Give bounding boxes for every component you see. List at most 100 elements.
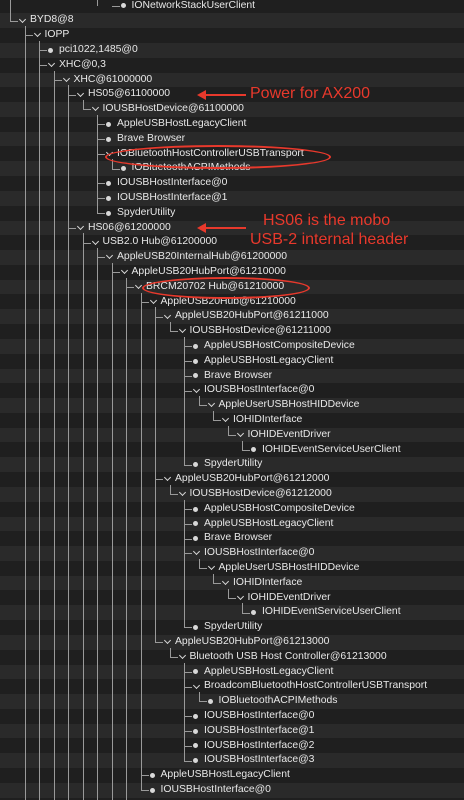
chevron-down-icon[interactable] [178, 652, 186, 660]
tree-row[interactable]: AppleUSBHostLegacyClient [0, 516, 464, 532]
tree-row[interactable]: AppleUSB20HubPort@61210000 [0, 265, 464, 280]
tree-connector [155, 479, 163, 481]
tree-node-label: IOHIDInterface [233, 576, 303, 588]
chevron-down-icon[interactable] [91, 237, 99, 245]
tree-row[interactable]: IOHIDEventServiceUserClient [0, 605, 464, 621]
tree-row[interactable]: BYD8@8 [0, 13, 464, 29]
chevron-down-icon[interactable] [163, 474, 172, 482]
tree-row[interactable]: IONetworkStackUserClient [0, 0, 464, 13]
chevron-down-icon[interactable] [76, 89, 85, 97]
tree-node-label: XHC@0,3 [59, 58, 106, 70]
chevron-down-icon[interactable] [221, 415, 230, 423]
tree-row[interactable]: IOUSBHostDevice@61100000 [0, 102, 464, 117]
tree-node-label: SpyderUtility [204, 621, 263, 633]
tree-row[interactable]: AppleUSB20HubPort@61211000 [0, 309, 464, 325]
tree-guide-line [242, 440, 243, 450]
tree-connector [184, 375, 192, 377]
tree-guide-line [227, 425, 229, 436]
chevron-down-icon[interactable] [91, 104, 99, 112]
tree-row[interactable]: IOPP [0, 28, 464, 43]
tree-row[interactable]: AppleUserUSBHostHIDDevice [0, 561, 464, 576]
tree-row[interactable]: IOUSBHostDevice@61211000 [0, 324, 464, 339]
tree-guide-line [184, 336, 185, 465]
chevron-down-icon[interactable] [192, 681, 201, 689]
tree-row[interactable]: AppleUSB20Hub@61210000 [0, 295, 464, 310]
tree-row[interactable]: AppleUSBHostLegacyClient [0, 768, 464, 783]
tree-row[interactable]: AppleUSB20HubPort@61212000 [0, 472, 464, 487]
chevron-down-icon[interactable] [120, 267, 128, 275]
chevron-down-icon[interactable] [149, 296, 157, 304]
chevron-down-icon[interactable] [33, 30, 41, 38]
chevron-down-icon[interactable] [18, 15, 27, 23]
tree-row[interactable]: IOUSBHostInterface@0 [0, 176, 464, 191]
tree-row[interactable]: Brave Browser [0, 531, 464, 546]
tree-node-label: USB2.0 Hub@61200000 [102, 236, 218, 248]
chevron-down-icon[interactable] [178, 489, 186, 497]
tree-connector [184, 760, 192, 762]
tree-row[interactable]: IOUSBHostInterface@0 [0, 709, 464, 724]
leaf-bullet-icon [48, 47, 53, 53]
tree-row[interactable]: AppleUSBHostLegacyClient [0, 354, 464, 369]
tree-node-label: AppleUSB20HubPort@61211000 [175, 310, 329, 322]
tree-node-label: IOHIDEventDriver [247, 428, 331, 440]
tree-row[interactable]: AppleUSBHostCompositeDevice [0, 502, 464, 517]
tree-row[interactable]: XHC@0,3 [0, 58, 464, 73]
tree-row[interactable]: IOHIDInterface [0, 575, 464, 591]
chevron-down-icon[interactable] [47, 60, 56, 68]
tree-row[interactable]: USB2.0 Hub@61200000 [0, 235, 464, 250]
tree-node-label: IOHIDEventDriver [247, 591, 331, 603]
tree-row[interactable]: AppleUSBHostLegacyClient [0, 117, 464, 132]
tree-row[interactable]: Brave Browser [0, 131, 464, 147]
chevron-down-icon[interactable] [221, 578, 230, 586]
chevron-down-icon[interactable] [178, 326, 186, 334]
tree-row[interactable]: HS05@61100000 [0, 87, 464, 102]
chevron-down-icon[interactable] [134, 282, 143, 290]
tree-row[interactable]: IOHIDEventDriver [0, 427, 464, 443]
chevron-down-icon[interactable] [76, 222, 85, 230]
tree-row[interactable]: AppleUserUSBHostHIDDevice [0, 398, 464, 413]
tree-row[interactable]: SpyderUtility [0, 457, 464, 473]
tree-row[interactable]: AppleUSB20InternalHub@61200000 [0, 250, 464, 265]
tree-node-label: SpyderUtility [117, 206, 176, 218]
tree-row[interactable]: SpyderUtility [0, 206, 464, 221]
chevron-down-icon[interactable] [192, 385, 201, 393]
chevron-down-icon[interactable] [236, 592, 244, 600]
leaf-bullet-icon [106, 121, 111, 127]
tree-node-label: AppleUSBHostCompositeDevice [204, 339, 355, 351]
tree-connector [169, 494, 178, 496]
tree-row[interactable]: IOBluetoothACPIMethods [0, 694, 464, 709]
tree-row[interactable]: IOUSBHostInterface@1 [0, 723, 464, 739]
chevron-down-icon[interactable] [163, 311, 172, 319]
tree-row[interactable]: XHC@61000000 [0, 72, 464, 88]
chevron-down-icon[interactable] [62, 74, 70, 82]
chevron-down-icon[interactable] [207, 400, 215, 408]
chevron-down-icon[interactable] [105, 252, 114, 260]
chevron-down-icon[interactable] [207, 563, 215, 571]
tree-row[interactable]: IOUSBHostInterface@2 [0, 739, 464, 754]
tree-row[interactable]: Bluetooth USB Host Controller@61213000 [0, 650, 464, 665]
tree-row[interactable]: IOUSBHostInterface@1 [0, 190, 464, 206]
tree-row[interactable]: IOHIDEventServiceUserClient [0, 443, 464, 458]
chevron-down-icon[interactable] [236, 430, 244, 438]
tree-row[interactable]: IOHIDEventDriver [0, 591, 464, 606]
tree-row[interactable]: AppleUSB20HubPort@61213000 [0, 634, 464, 650]
tree-node-label: AppleUSB20HubPort@61210000 [131, 265, 286, 277]
tree-connector [97, 198, 105, 200]
annotation-hs06-arrowhead [197, 223, 206, 233]
tree-row[interactable]: pci1022,1485@0 [0, 42, 464, 58]
tree-row[interactable]: IOUSBHostInterface@0 [0, 546, 464, 561]
tree-row[interactable]: Brave Browser [0, 368, 464, 384]
tree-row[interactable]: BroadcomBluetoothHostControllerUSBTransp… [0, 679, 464, 694]
tree-row[interactable]: IOHIDInterface [0, 413, 464, 428]
tree-guide-line [155, 307, 156, 643]
chevron-down-icon[interactable] [163, 637, 172, 645]
tree-row[interactable]: IOUSBHostDevice@61212000 [0, 486, 464, 502]
leaf-bullet-icon [149, 787, 155, 793]
tree-row[interactable]: IOUSBHostInterface@3 [0, 753, 464, 769]
tree-row[interactable]: IOUSBHostInterface@0 [0, 782, 464, 798]
tree-row[interactable]: AppleUSBHostCompositeDevice [0, 338, 464, 354]
tree-row[interactable]: IOUSBHostInterface@0 [0, 383, 464, 398]
tree-row[interactable]: SpyderUtility [0, 620, 464, 635]
chevron-down-icon[interactable] [192, 548, 201, 556]
tree-row[interactable]: AppleUSBHostLegacyClient [0, 664, 464, 680]
